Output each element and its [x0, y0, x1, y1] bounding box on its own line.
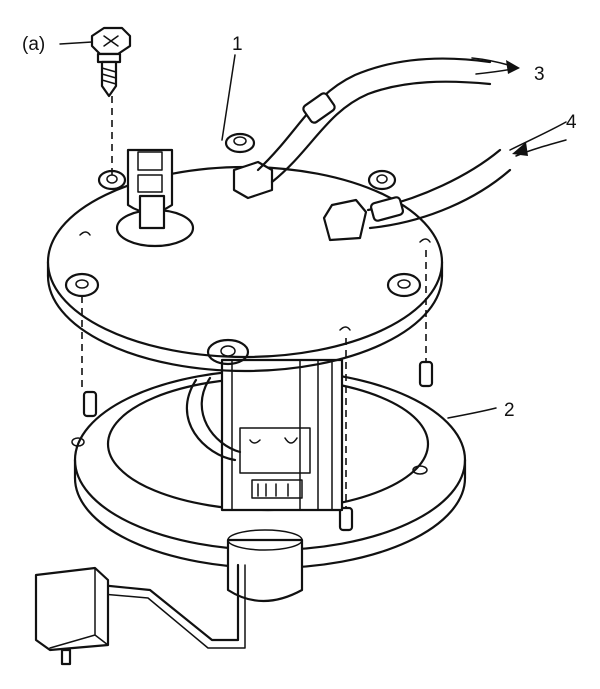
callout-1: 1	[232, 34, 243, 55]
electrical-connector	[115, 148, 195, 248]
pump-body	[185, 358, 344, 512]
cover-bolt-holes	[64, 132, 431, 366]
alignment-lines	[81, 96, 427, 508]
callout-a: (a)	[22, 34, 45, 55]
mounting-screw	[90, 26, 132, 98]
fuel-level-float	[34, 563, 246, 666]
return-pipe-nipple	[232, 160, 274, 200]
top-cover-plate	[46, 96, 444, 508]
pump-filter	[226, 529, 304, 603]
return-hose-3	[256, 57, 492, 184]
flow-arrow-3	[471, 57, 520, 75]
callout-2: 2	[504, 400, 515, 421]
feed-pipe-nipple	[322, 198, 368, 242]
leader-lines	[59, 41, 497, 419]
callout-4: 4	[566, 112, 577, 133]
callout-3: 3	[534, 64, 545, 85]
feed-hose-4	[366, 148, 512, 230]
flow-arrow-4	[509, 121, 567, 157]
locating-pins	[82, 360, 434, 532]
